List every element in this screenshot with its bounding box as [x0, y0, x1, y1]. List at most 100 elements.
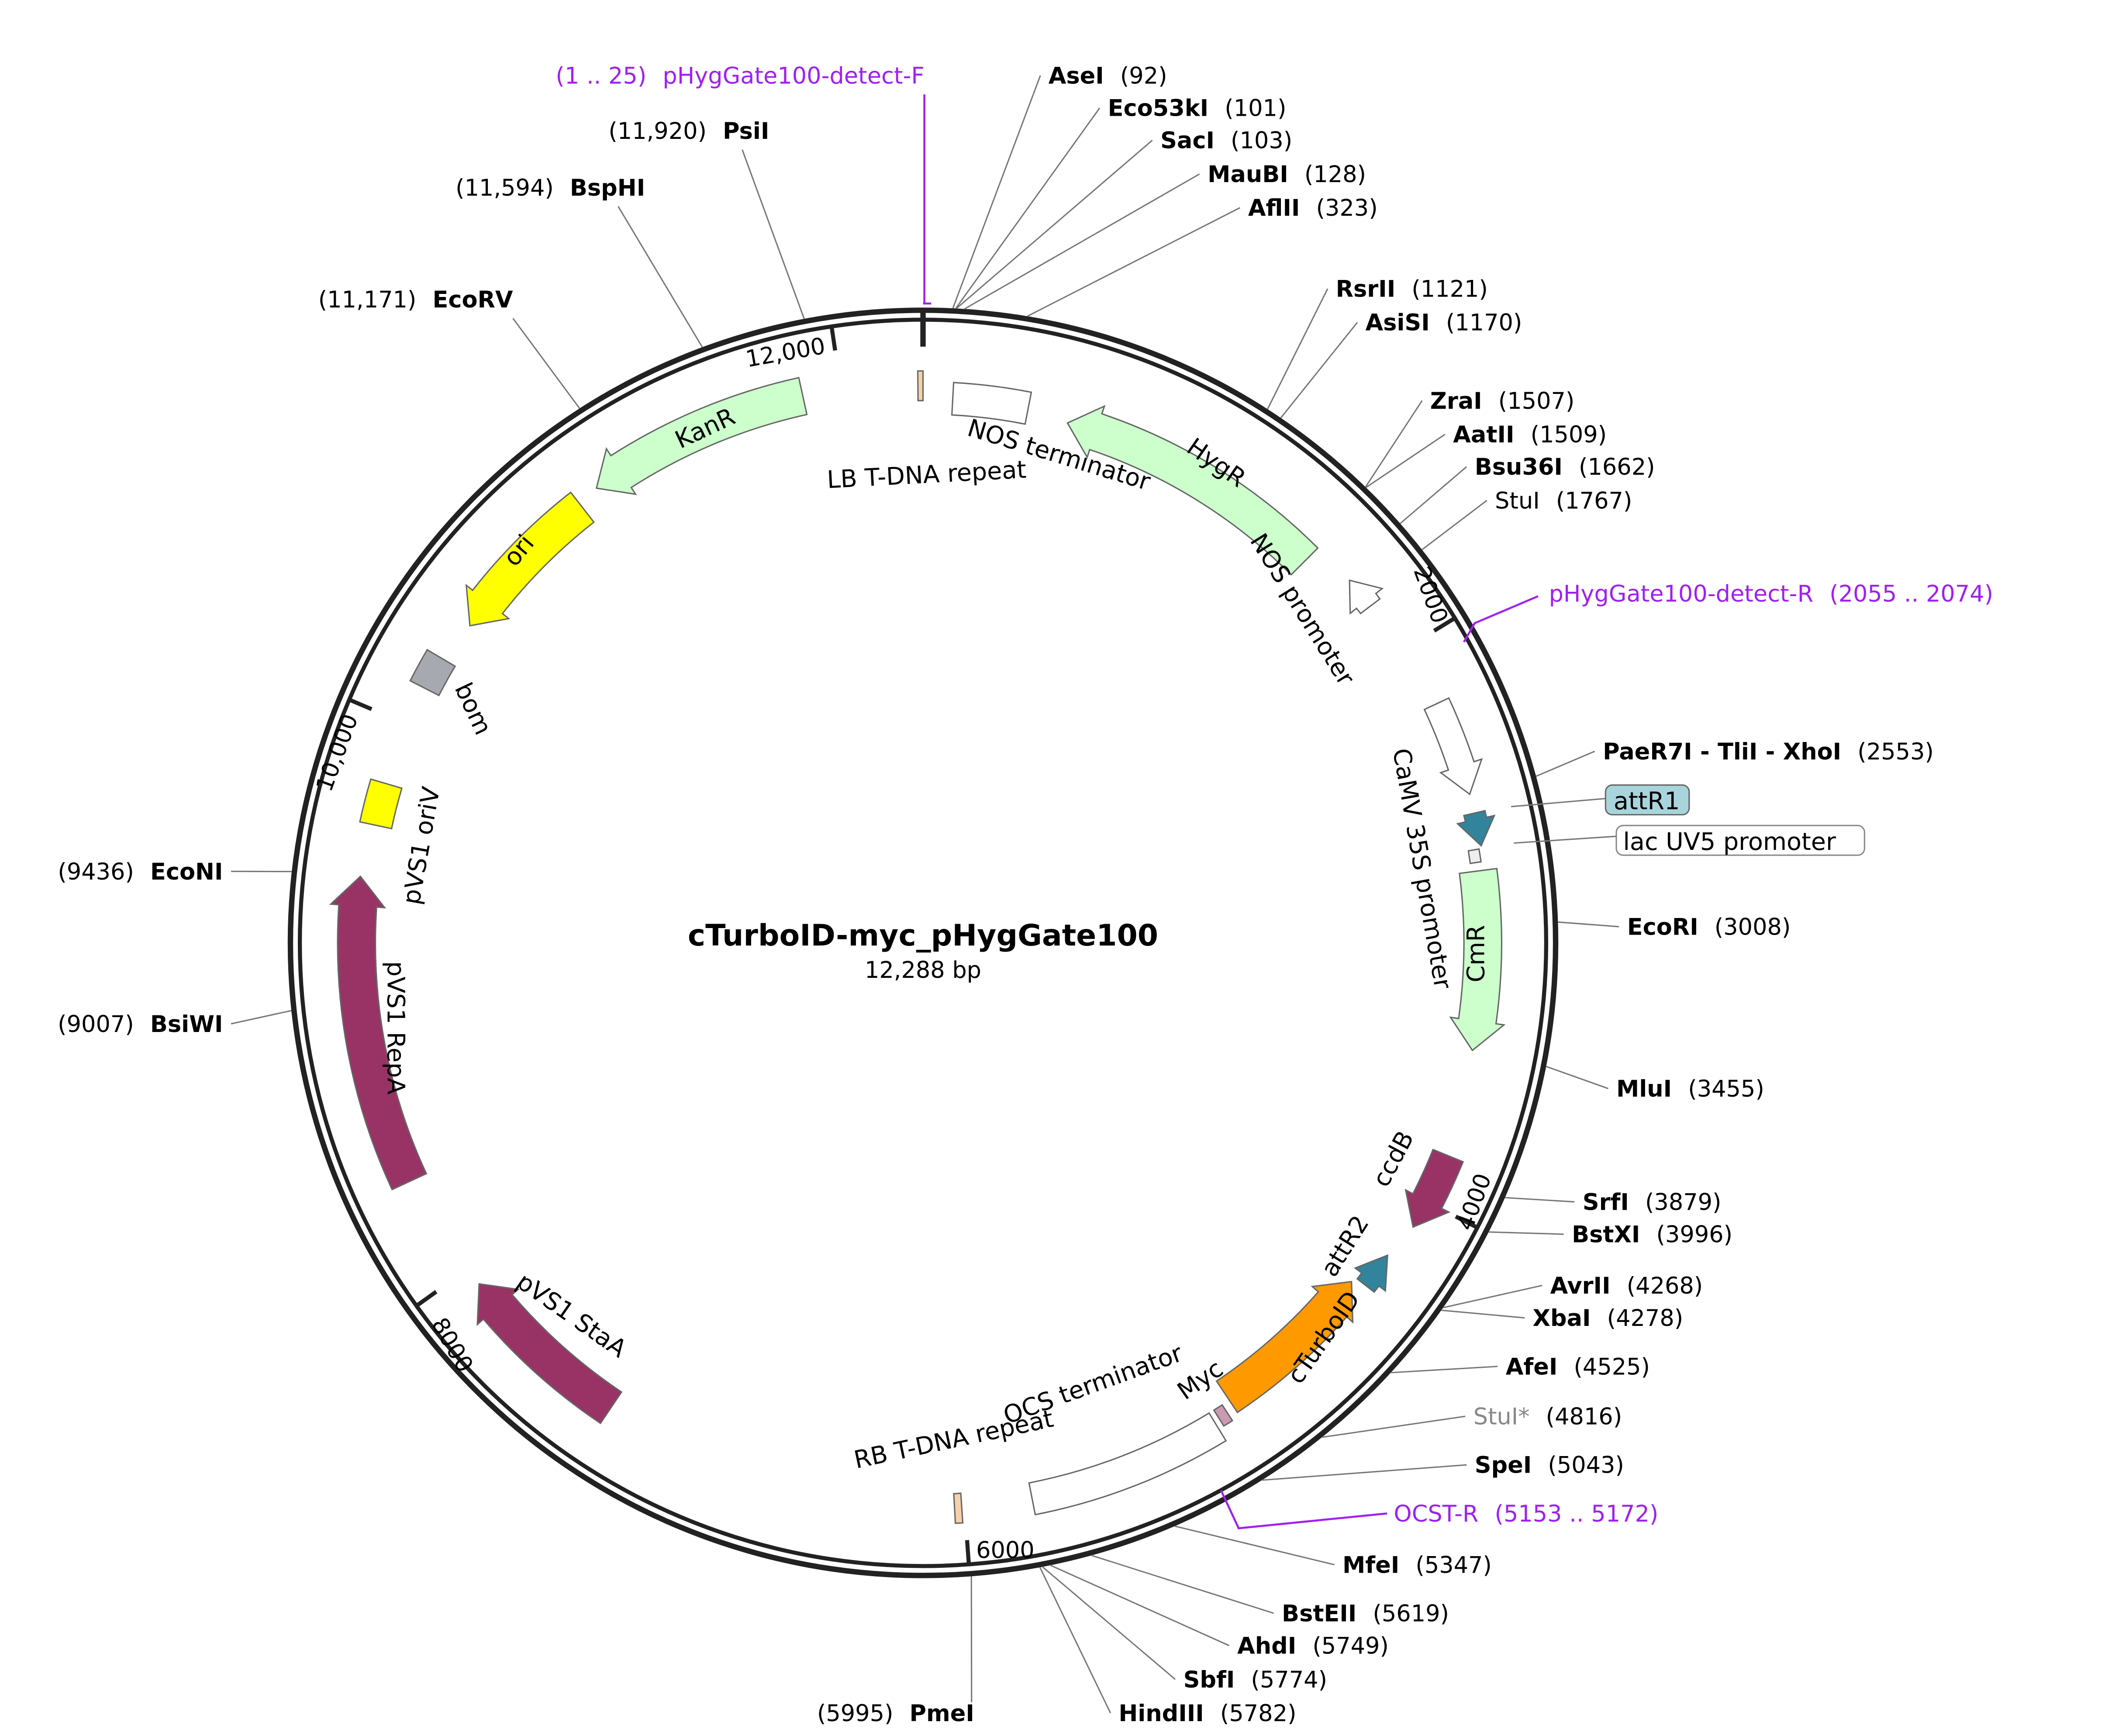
leader-line — [1050, 1564, 1230, 1646]
enzyme-position: (103) — [1231, 128, 1292, 154]
plasmid-length: 12,288 bp — [865, 957, 981, 984]
feature-ccdb — [1404, 1149, 1464, 1228]
leader-line — [1322, 1415, 1466, 1438]
enzyme-position: (5043) — [1548, 1452, 1624, 1479]
enzyme-site-hindiii: HindIII(5782) — [1118, 1700, 1296, 1727]
enzyme-name: BspHI — [570, 175, 645, 201]
primer-range: (1 .. 25) — [556, 62, 646, 89]
leader-line — [1262, 1464, 1467, 1481]
enzyme-name: AsiSI — [1366, 310, 1430, 336]
enzyme-name: AatII — [1453, 421, 1514, 448]
enzyme-site-zrai: ZraI (1507) — [1430, 388, 1575, 414]
enzyme-position: (1507) — [1498, 388, 1575, 414]
leader-line — [1511, 797, 1606, 808]
feature-rb-t-dna-repeat — [953, 1492, 964, 1524]
primer-name: pHygGate100-detect-F — [663, 62, 924, 89]
enzyme-name: StuI* — [1474, 1404, 1530, 1430]
feature-label: CaMV 35S promoter — [1387, 746, 1457, 991]
leader-line — [1039, 1567, 1111, 1714]
primer-phyggate100-detect-f: (1 .. 25) pHygGate100-detect-F — [556, 62, 924, 89]
enzyme-site-bsteii: BstEII(5619) — [1282, 1600, 1449, 1627]
leader-line — [1027, 207, 1241, 317]
enzyme-site-stui: StuI(1767) — [1495, 487, 1632, 514]
leader-line — [1174, 1525, 1335, 1566]
leader-line — [964, 173, 1200, 310]
enzyme-site-avrii: AvrII(4268) — [1550, 1273, 1703, 1299]
feature-nos-promoter — [1349, 579, 1384, 615]
feature-ori — [465, 491, 595, 627]
enzyme-site-bstxi: BstXI(3996) — [1572, 1222, 1732, 1248]
enzyme-site-spei: SpeI(5043) — [1475, 1452, 1624, 1479]
leader-line — [1267, 288, 1329, 410]
feature-label: CmR — [1462, 925, 1490, 983]
primer-name: OCST-R — [1394, 1501, 1478, 1527]
primer-name: pHygGate100-detect-R — [1549, 581, 1813, 607]
enzyme-name: ZraI — [1430, 388, 1482, 414]
leader-line — [1422, 500, 1487, 550]
enzyme-position: (3996) — [1656, 1222, 1733, 1248]
enzyme-position: (5619) — [1373, 1600, 1449, 1627]
enzyme-name: StuI — [1495, 487, 1540, 514]
enzyme-name: MfeI — [1342, 1552, 1399, 1578]
enzyme-name: Bsu36I — [1475, 454, 1563, 480]
feature-pvs1-oriv — [359, 778, 403, 830]
enzyme-site-aatii: AatII(1509) — [1453, 421, 1607, 448]
enzyme-name: PmeI — [910, 1700, 974, 1727]
enzyme-site-mfei: MfeI (5347) — [1342, 1552, 1492, 1578]
leader-line — [1505, 1197, 1575, 1203]
leader-line — [1443, 1284, 1543, 1308]
enzyme-position: (11,920) — [608, 118, 707, 145]
primers: (1 .. 25) pHygGate100-detect-F pHygGate100… — [556, 62, 1993, 1529]
enzyme-name: AfeI — [1506, 1353, 1558, 1380]
enzyme-name: MauBI — [1208, 161, 1288, 188]
enzyme-position: (5749) — [1312, 1633, 1389, 1660]
enzyme-site-srfi: SrfI(3879) — [1583, 1189, 1722, 1215]
leader-line — [952, 75, 1041, 309]
enzyme-position: (5774) — [1251, 1667, 1327, 1693]
enzyme-name: AhdI — [1237, 1633, 1296, 1660]
enzyme-position: (4278) — [1607, 1305, 1684, 1332]
tick-mark — [965, 1540, 971, 1565]
enzyme-site-paer7i-tlii-xhoi: PaeR7I - TliI - XhoI(2553) — [1603, 739, 1934, 765]
enzyme-position: (3879) — [1645, 1189, 1722, 1215]
enzyme-position: (4525) — [1574, 1353, 1650, 1380]
enzyme-name: MluI — [1616, 1076, 1672, 1102]
enzyme-position: (9436) — [58, 859, 134, 885]
leader-line — [1391, 1366, 1498, 1374]
feature-nos-terminator — [951, 382, 1032, 425]
leader-line — [1558, 921, 1619, 928]
enzyme-name: EcoRV — [432, 286, 513, 313]
leader-line — [1280, 322, 1358, 418]
leader-line — [1441, 1309, 1525, 1319]
feature-kanr — [595, 376, 808, 495]
enzyme-site-econi: (9436)EcoNI — [58, 859, 223, 885]
tick-label: 6000 — [976, 1537, 1035, 1563]
enzyme-name: HindIII — [1118, 1700, 1204, 1727]
feature-attr1 — [1456, 810, 1496, 847]
lac-uv5-label-box — [1615, 825, 1865, 856]
feature-label: LB T-DNA repeat — [826, 456, 1027, 494]
enzyme-position: (5347) — [1415, 1552, 1492, 1578]
enzyme-position: (4268) — [1627, 1273, 1703, 1299]
primer-ocst-r: OCST-R(5153 .. 5172) — [1394, 1501, 1658, 1527]
feature-label: pVS1 RepA — [381, 961, 410, 1094]
enzyme-site-eco53ki: Eco53kI(101) — [1108, 95, 1287, 122]
enzyme-position: (1170) — [1446, 310, 1522, 336]
enzyme-position: (128) — [1304, 161, 1366, 188]
primer-marker — [1220, 1490, 1387, 1529]
enzyme-position: (9007) — [58, 1011, 134, 1038]
leader-line — [1514, 835, 1617, 844]
feature-label: attR1 — [1614, 787, 1680, 815]
enzyme-site-psii: (11,920)PsiI — [608, 118, 769, 145]
enzyme-position: (11,594) — [456, 175, 554, 201]
feature-label: RB T-DNA repeat — [852, 1405, 1056, 1474]
leader-line — [231, 1010, 292, 1025]
leader-line — [956, 140, 1153, 309]
enzyme-site-afei: AfeI (4525) — [1506, 1353, 1650, 1380]
leader-line — [1365, 434, 1446, 488]
enzyme-position: (4816) — [1546, 1404, 1622, 1430]
tick-mark — [1433, 616, 1456, 633]
feature-label: lac UV5 promoter — [1623, 828, 1836, 856]
tick-label: 2000 — [1408, 563, 1453, 627]
enzyme-site-mlui: MluI(3455) — [1616, 1076, 1764, 1102]
